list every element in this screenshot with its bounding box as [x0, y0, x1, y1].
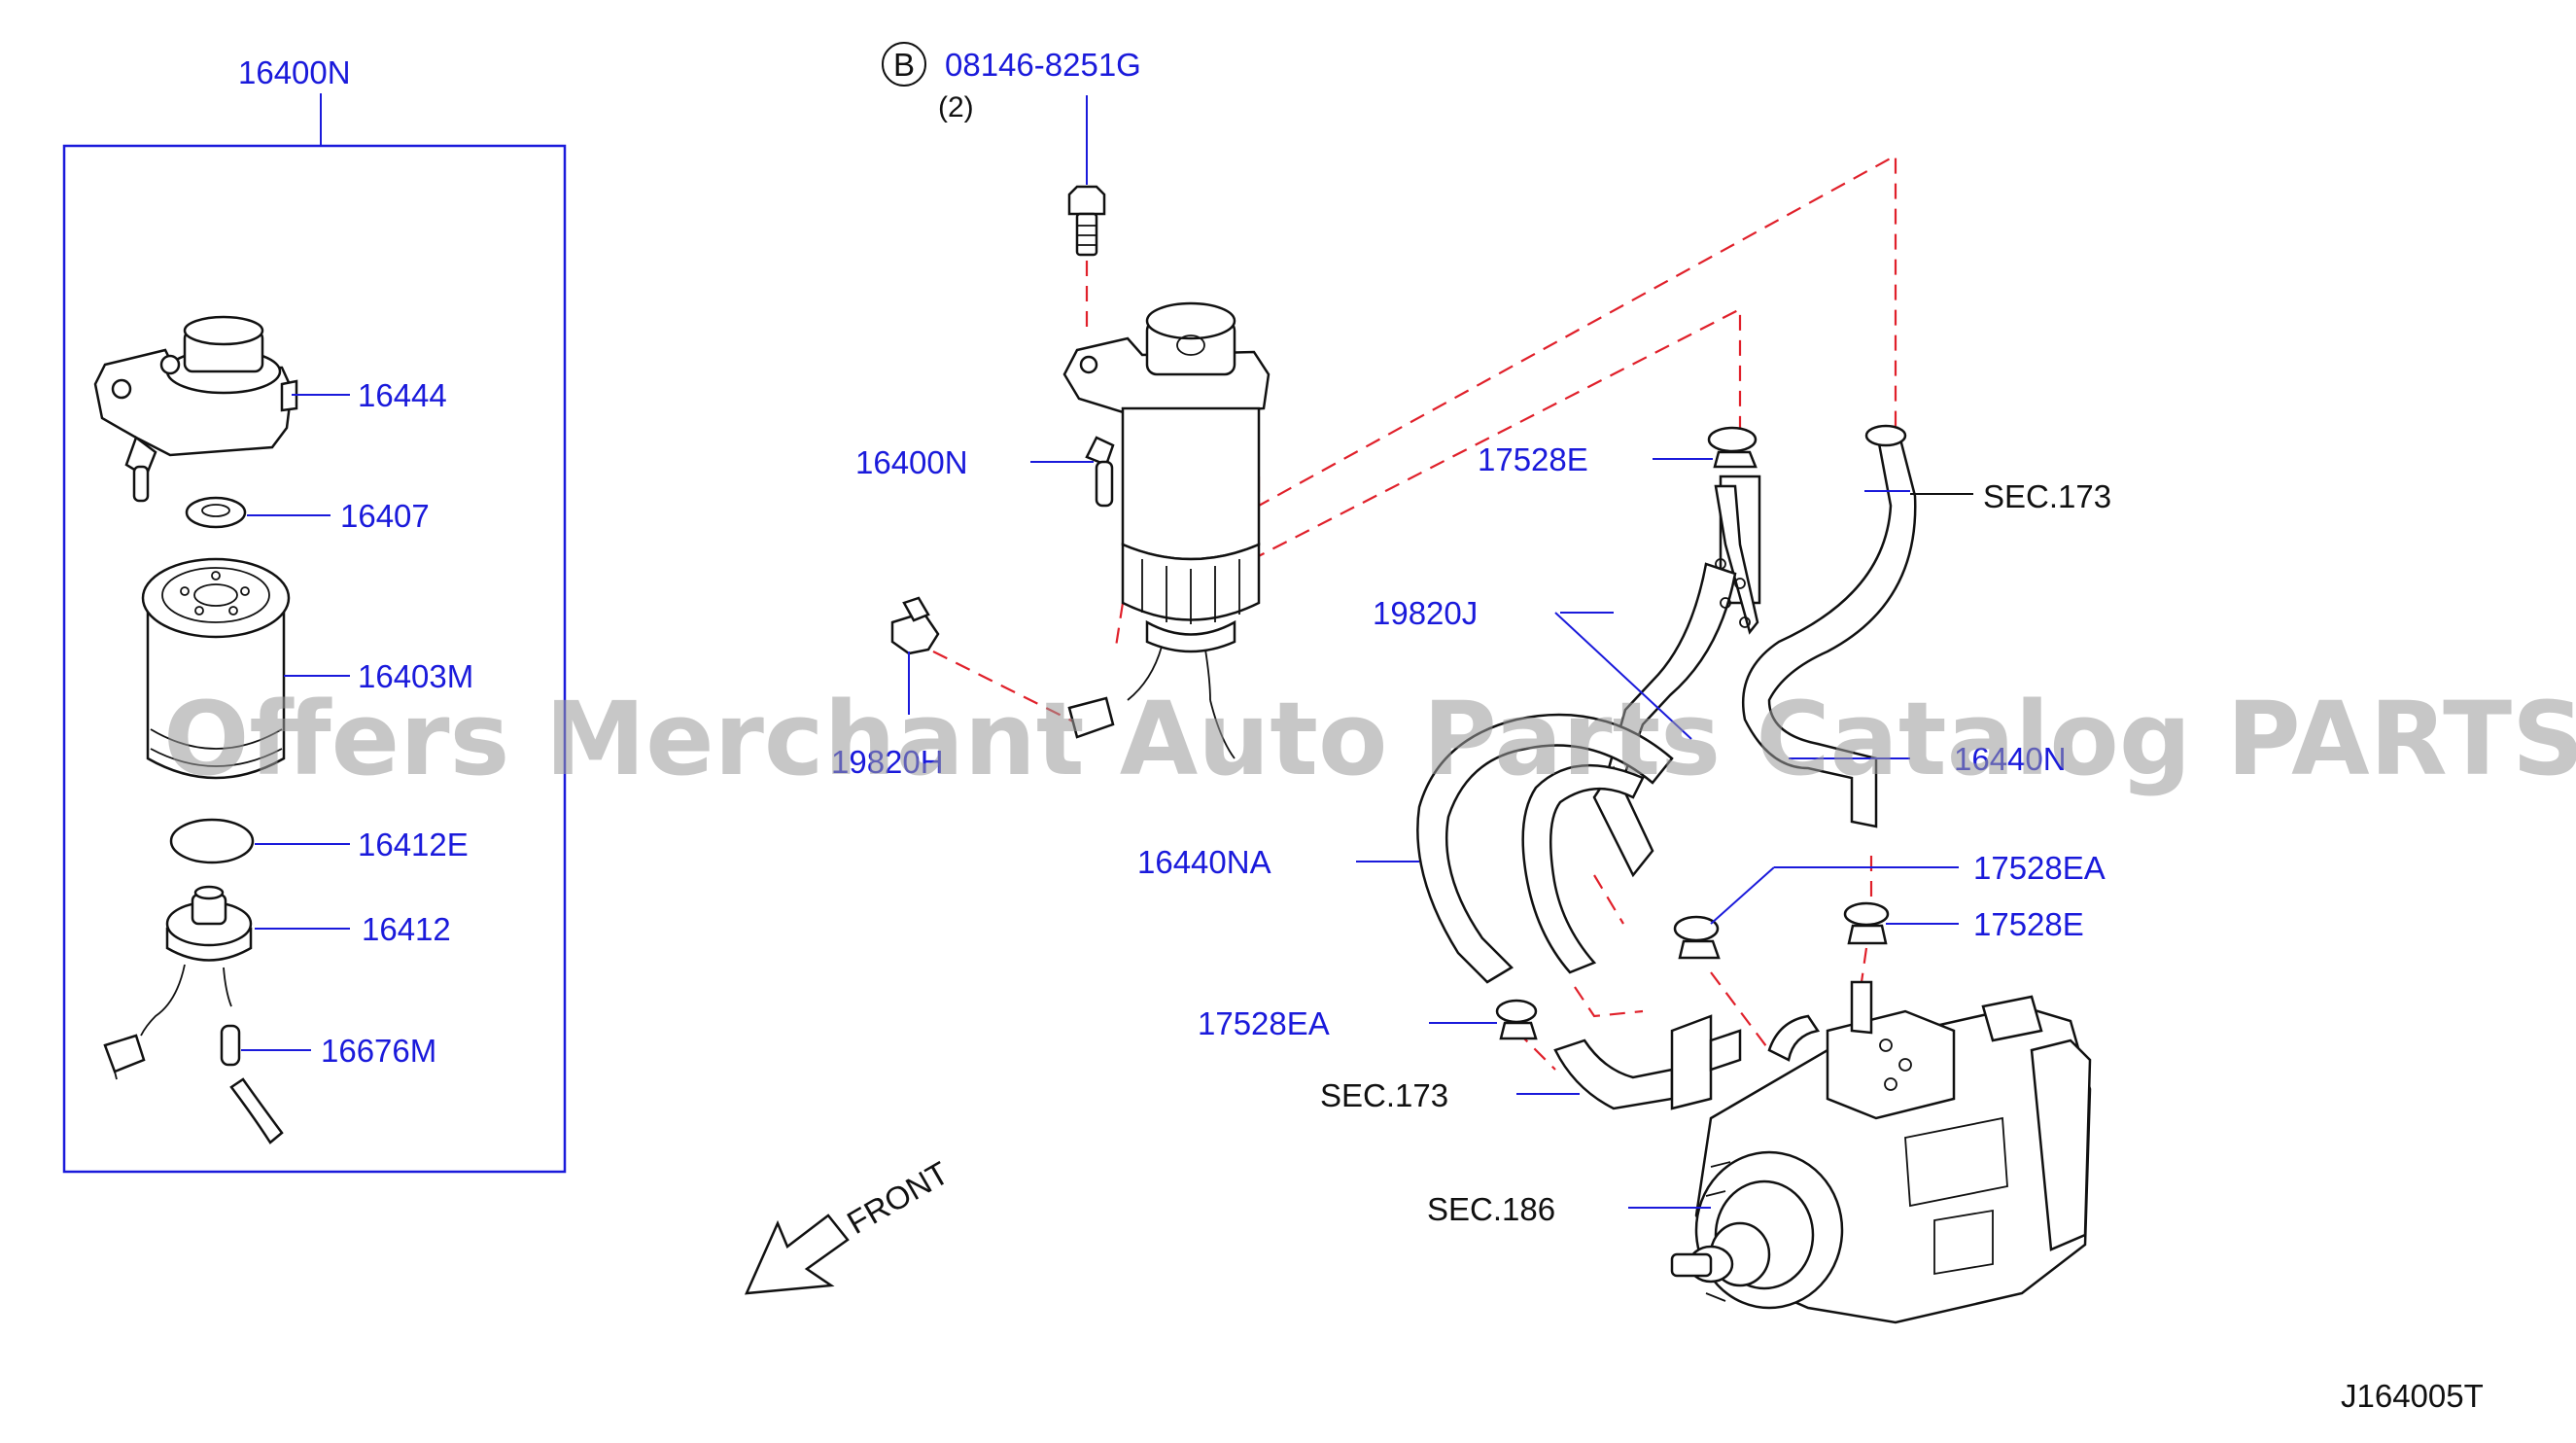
drawing-id: J164005T: [2341, 1378, 2484, 1414]
label-17528e-top[interactable]: 17528E: [1478, 441, 1588, 477]
front-direction-arrow: FRONT: [744, 1154, 955, 1295]
connector-clip-part[interactable]: [890, 596, 940, 655]
sensor-switch-part[interactable]: [103, 885, 253, 1080]
label-16400n-group[interactable]: 16400N: [238, 54, 351, 90]
bolt-quantity: (2): [938, 91, 974, 123]
label-16676m[interactable]: 16676M: [321, 1033, 436, 1069]
label-16440n[interactable]: 16440N: [1954, 741, 2067, 777]
watermark-text: Offers Merchant Auto Parts Catalog PARTS…: [163, 680, 2576, 798]
sec-173-top[interactable]: SEC.173: [1983, 478, 2111, 514]
label-16400n-main[interactable]: 16400N: [855, 444, 968, 480]
bolt-part[interactable]: [1067, 185, 1106, 257]
injection-pump-part[interactable]: [1670, 980, 2092, 1324]
bolt-code-letter: B: [893, 47, 915, 83]
sec-186[interactable]: SEC.186: [1427, 1191, 1555, 1227]
front-arrow-icon: [744, 1214, 850, 1295]
bolt-callout: B 08146-8251G (2): [882, 42, 1141, 257]
clamp-a-left-part[interactable]: [1495, 999, 1538, 1040]
label-19820j[interactable]: 19820J: [1373, 595, 1478, 631]
clamp-a-right-part[interactable]: [1673, 915, 1721, 960]
label-16407[interactable]: 16407: [340, 498, 430, 534]
bolt-code-circle: [882, 42, 926, 87]
exploded-view-frame: [62, 144, 567, 1174]
label-17528ea-right[interactable]: 17528EA: [1973, 850, 2106, 886]
label-16444[interactable]: 16444: [358, 377, 447, 413]
label-16412e[interactable]: 16412E: [358, 827, 469, 862]
fuel-filter-assembly[interactable]: [1062, 301, 1271, 759]
clamp-top-part[interactable]: [1707, 426, 1758, 469]
label-17528e-right[interactable]: 17528E: [1973, 906, 2084, 942]
label-16440na[interactable]: 16440NA: [1137, 844, 1271, 880]
o-ring-part[interactable]: [169, 818, 255, 864]
seal-ring-part[interactable]: [185, 496, 247, 529]
sec-173-bottom[interactable]: SEC.173: [1320, 1077, 1448, 1113]
bracket-head-part[interactable]: [93, 315, 298, 503]
exploded-view-group: 16400N 16444 16407: [62, 54, 567, 1174]
filter-element-part[interactable]: [141, 557, 291, 780]
return-pipe-part[interactable]: [1553, 1014, 1742, 1110]
label-16403m[interactable]: 16403M: [358, 658, 473, 694]
front-label: FRONT: [841, 1154, 955, 1241]
fuel-hose-main[interactable]: [1592, 424, 1917, 878]
drain-hose-part[interactable]: [220, 1024, 284, 1144]
clamp-right-part[interactable]: [1843, 901, 1890, 945]
label-17528ea-left[interactable]: 17528EA: [1198, 1005, 1330, 1041]
label-16412[interactable]: 16412: [362, 911, 451, 947]
fuel-hose-left[interactable]: [1416, 713, 1674, 984]
label-19820h[interactable]: 19820H: [831, 744, 944, 780]
label-bolt-part-number[interactable]: 08146-8251G: [945, 47, 1141, 83]
